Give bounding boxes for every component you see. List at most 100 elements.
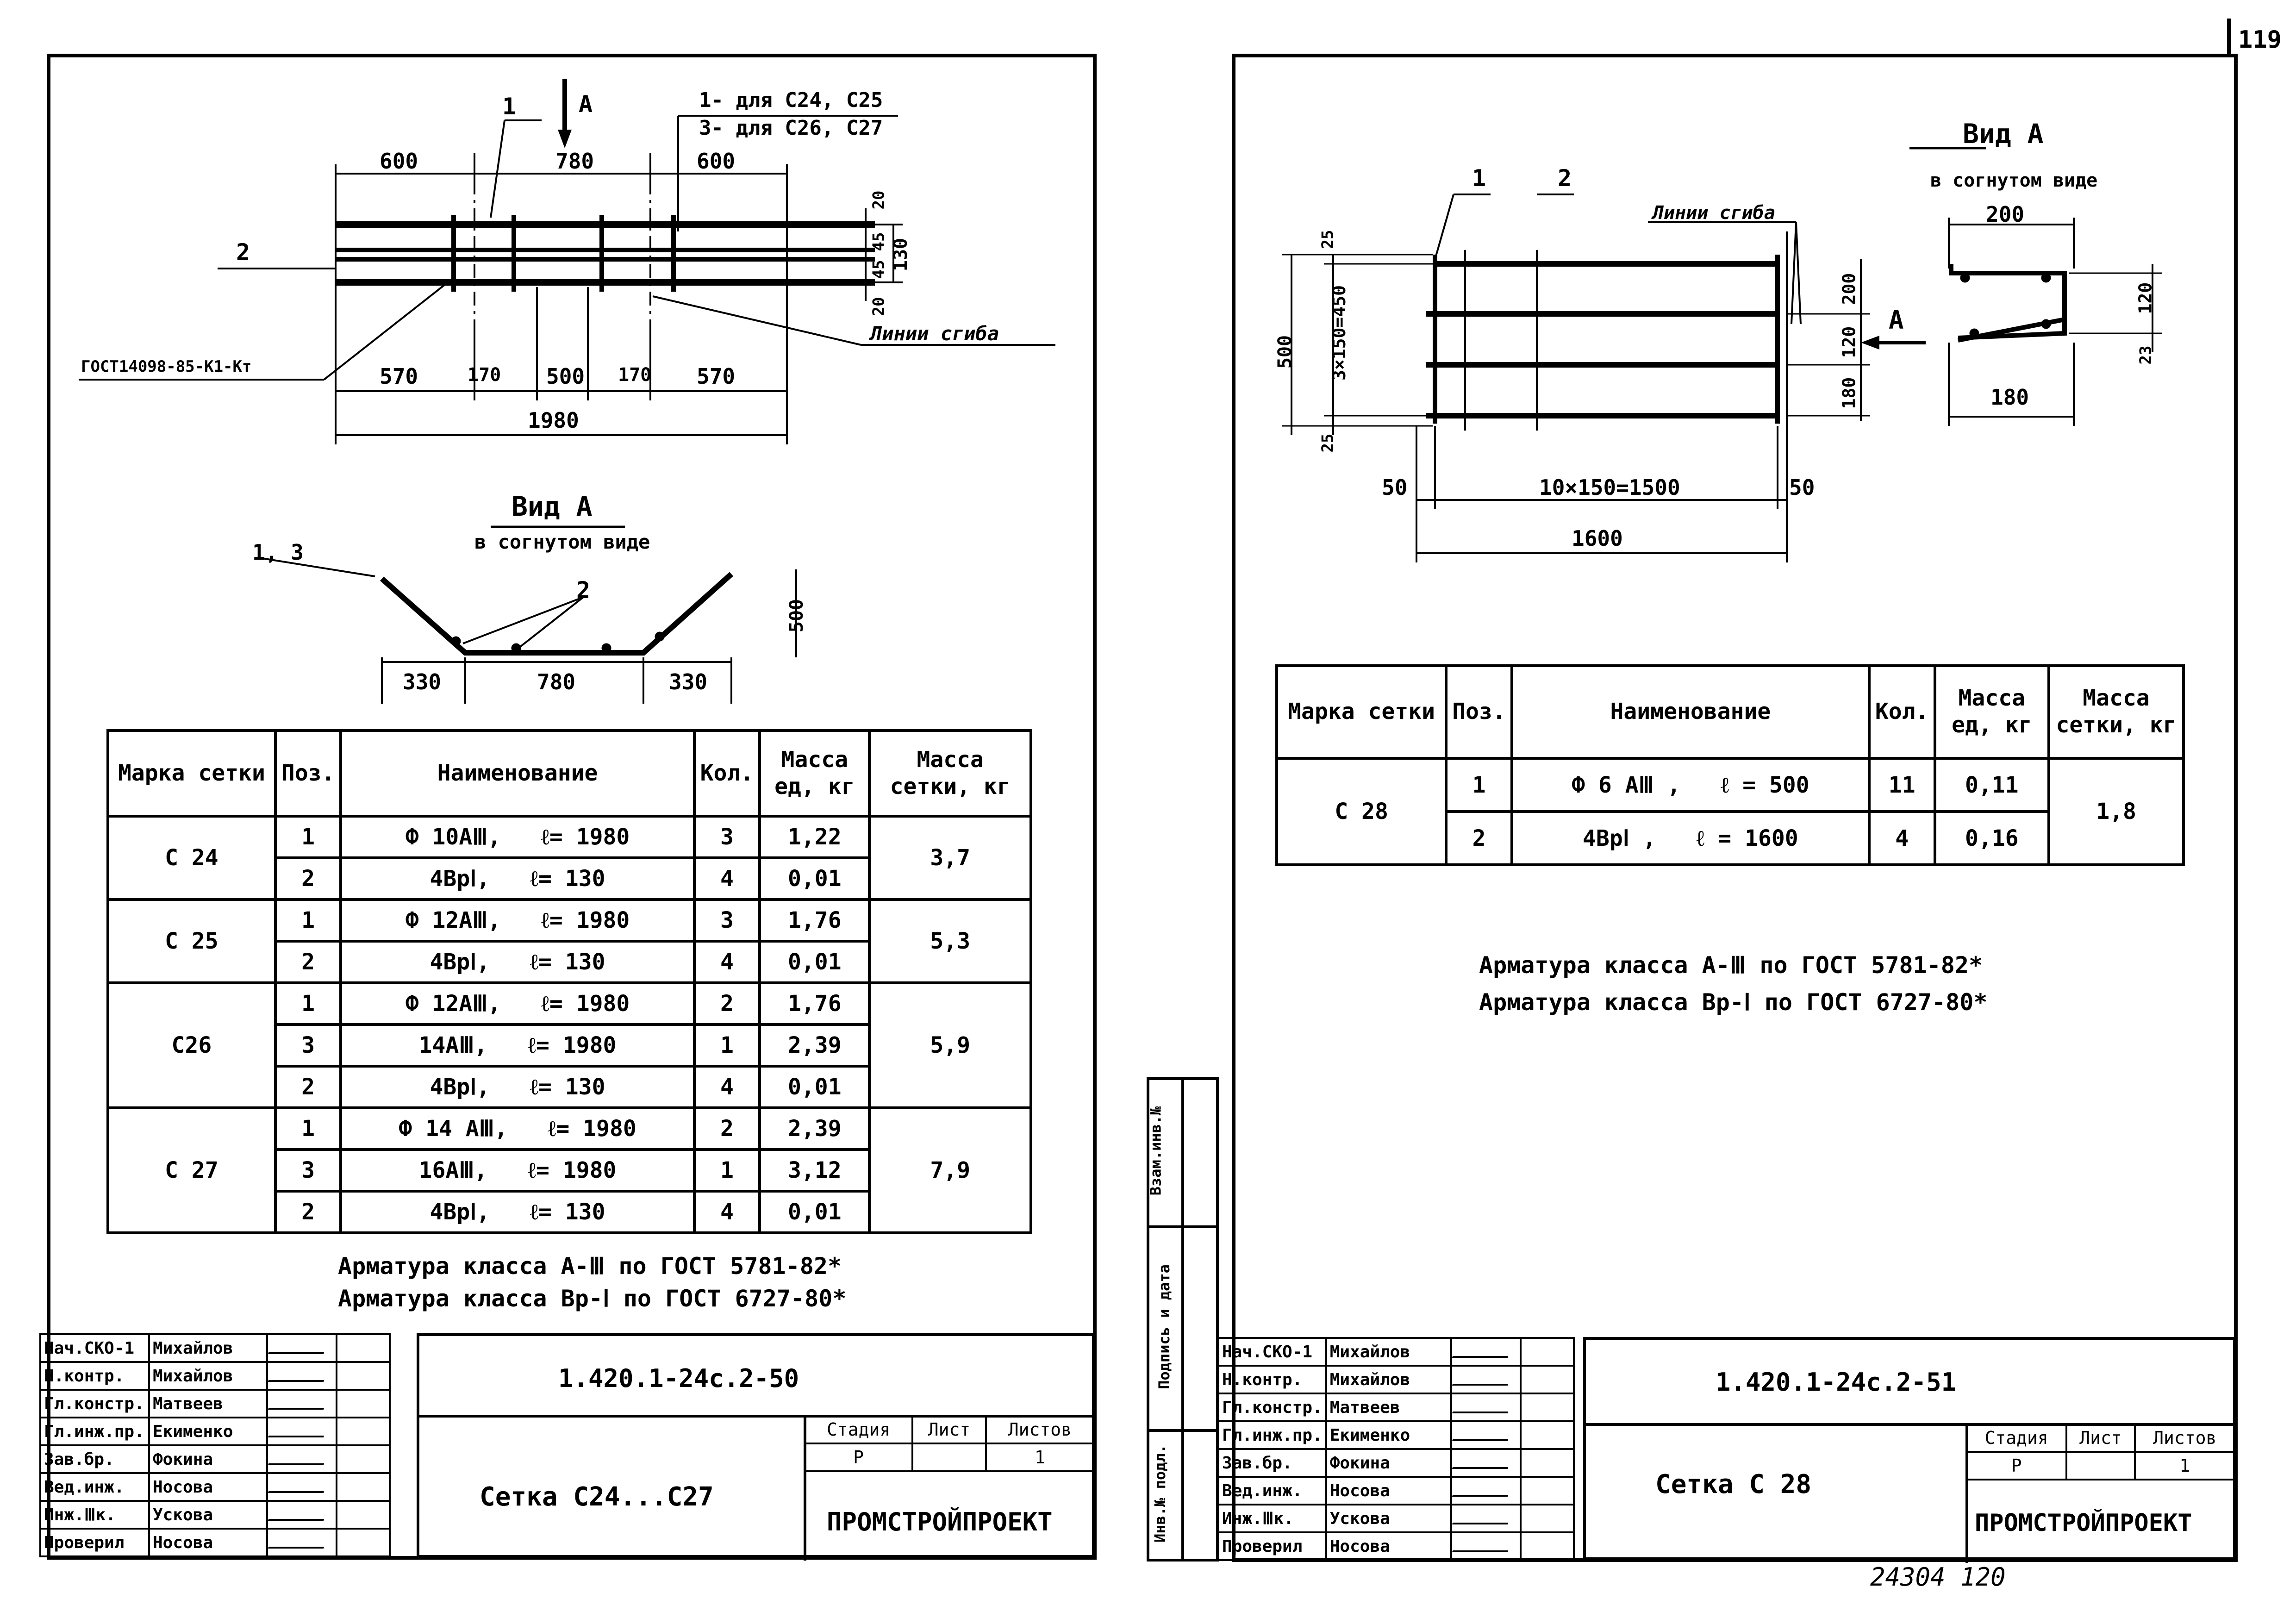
cell-name: 4ВрⅠ, ℓ= 130 (339, 940, 696, 984)
staff-name: Носова (1325, 1476, 1452, 1505)
staff-name: Ускова (1325, 1504, 1452, 1533)
cell-mark: С 24 (106, 815, 277, 901)
sheet-title: Сетка С24...С27 (480, 1482, 714, 1512)
staff-name: Михайлов (148, 1361, 268, 1391)
r-dim-right-200: 200 (1839, 273, 1859, 305)
cell-mass: 3,12 (758, 1148, 871, 1193)
cell-mass: 0,16 (1933, 810, 2051, 866)
r-callout-2: 2 (1558, 165, 1572, 192)
staff-role: Проверил (39, 1528, 150, 1557)
table-row: С 24 1 Ф 10АⅢ, ℓ= 1980 3 1,22 3,7 (106, 815, 1032, 901)
left-note-2: Арматура класса Вр-Ⅰ по ГОСТ 6727-80* (338, 1285, 847, 1312)
th-name: Наименование (339, 729, 696, 818)
cell-mass-total: 5,3 (868, 898, 1032, 984)
stage-header: Стадия (803, 1415, 914, 1444)
gost-ref: ГОСТ14098-85-К1-Кт (81, 357, 252, 376)
cell-qty: 4 (693, 1190, 761, 1234)
callout-1-3: 1, 3 (252, 540, 304, 565)
doc-code: 1.420.1-24с.2-51 (1716, 1368, 1957, 1397)
cell-name: Ф 12АⅢ, ℓ= 1980 (339, 981, 696, 1026)
cell-pos: 2 (274, 1065, 343, 1109)
sheet-header: Лист (911, 1415, 987, 1444)
th-mass-total: Масса сетки, кг (2047, 664, 2185, 760)
cell-qty: 4 (1867, 810, 1936, 866)
r-dim-bottom-50a: 50 (1382, 475, 1408, 500)
dim-bottom-1: 570 (380, 364, 418, 389)
cell-mass: 1,22 (758, 815, 871, 859)
staff-role: Гл.инж.пр. (1217, 1420, 1327, 1450)
r-dim-left-450: 3×150=450 (1329, 285, 1349, 381)
staff-name: Михайлов (1325, 1337, 1452, 1367)
staff-name: Екименко (1325, 1420, 1452, 1450)
cell-mass-total: 3,7 (868, 815, 1032, 901)
r-arrow-a: А (1889, 306, 1904, 335)
dim-right-45b: 45 (869, 260, 888, 279)
r-dim-left-500: 500 (1274, 335, 1296, 369)
signature (266, 1500, 337, 1530)
th-mass-total: Масса сетки, кг (868, 729, 1032, 818)
cell-mark: С 25 (106, 898, 277, 984)
dim-bottom-5: 570 (697, 364, 736, 389)
org-name: ПРОМСТРОЙПРОЕКТ (1975, 1509, 2192, 1537)
table-row: 3 14АⅢ, ℓ= 1980 1 2,39 (108, 1023, 1031, 1068)
staff-role: Вед.инж. (39, 1472, 150, 1502)
dim-bent-3: 330 (669, 669, 708, 694)
cell-mark: С 28 (1275, 757, 1448, 866)
sheets-value: 1 (985, 1443, 1095, 1472)
staff-role: Н.контр. (39, 1361, 150, 1391)
cell-mass-total: 1,8 (2047, 757, 2185, 866)
table-row: 2 4ВрⅠ, ℓ= 130 4 0,01 (108, 856, 1031, 901)
r-callout-1: 1 (1472, 165, 1486, 192)
r-dim-left-25b: 25 (1318, 433, 1337, 453)
dim-bent-1: 330 (403, 669, 442, 694)
r-section-sub: в согнутом виде (1930, 170, 2098, 191)
cell-qty: 1 (693, 1148, 761, 1193)
side-stamp-boxes (1147, 1077, 1219, 1562)
cell-pos: 1 (1445, 757, 1513, 813)
cell-qty: 3 (693, 898, 761, 943)
th-mass-unit: Масса ед, кг (758, 729, 871, 818)
staff-role: Гл.констр. (39, 1389, 150, 1418)
cell-name: Ф 6 АⅢ , ℓ = 500 (1510, 757, 1871, 813)
right-mesh-plan (1282, 194, 1926, 562)
table-row: С 27 1 Ф 14 АⅢ, ℓ= 1980 2 2,39 7,9 (106, 1106, 1032, 1234)
pos-note-1: 1- для С24, С25 (699, 88, 883, 112)
staff-name: Носова (148, 1528, 268, 1557)
stage-table: Стадия Лист Листов Р 1 (1965, 1423, 2236, 1480)
section-label-a: Вид А (512, 491, 593, 522)
staff-name: Матвеев (1325, 1393, 1452, 1422)
sheet-title: Сетка С 28 (1655, 1469, 1812, 1499)
table-row: 2 4ВрⅠ, ℓ= 130 4 0,01 (108, 1190, 1031, 1234)
stage-value: Р (1965, 1451, 2068, 1480)
signature (1450, 1448, 1522, 1478)
r-section-label: Вид А (1963, 118, 2044, 150)
staff-name: Фокина (1325, 1448, 1452, 1478)
bend-lines-label: Линии сгиба (870, 322, 999, 345)
cell-name: 4ВрⅠ, ℓ= 130 (339, 856, 696, 901)
dim-bottom-2: 170 (468, 364, 501, 386)
table-row: 2 4ВрⅠ , ℓ = 1600 4 0,16 (1277, 810, 2184, 866)
signature (1450, 1476, 1522, 1505)
th-qty: Кол. (693, 729, 761, 818)
r-dim-right-180: 180 (1839, 377, 1859, 409)
cell-mass: 2,39 (758, 1023, 871, 1068)
cell-qty: 2 (693, 1106, 761, 1151)
cell-mark: С 27 (106, 1106, 277, 1234)
right-spec-table: Марка сетки Поз. Наименование Кол. Масса… (1275, 664, 2185, 866)
cell-mass: 1,76 (758, 898, 871, 943)
sheets-header: Листов (985, 1415, 1095, 1444)
cell-pos: 1 (274, 898, 343, 943)
cell-qty: 4 (693, 940, 761, 984)
cell-pos: 1 (274, 815, 343, 859)
cell-pos: 2 (274, 856, 343, 901)
stage-value: Р (803, 1443, 914, 1472)
right-note-2: Арматура класса Вр-Ⅰ по ГОСТ 6727-80* (1479, 989, 1988, 1016)
th-mass-unit: Масса ед, кг (1933, 664, 2051, 760)
cell-mark: С26 (106, 981, 277, 1109)
cell-name: 4ВрⅠ, ℓ= 130 (339, 1190, 696, 1234)
staff-role: Гл.констр. (1217, 1393, 1327, 1422)
pos-note-2: 3- для С26, С27 (699, 116, 883, 140)
